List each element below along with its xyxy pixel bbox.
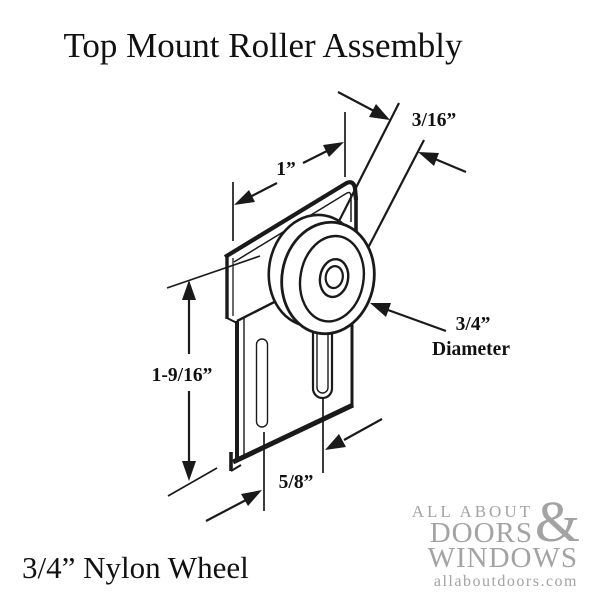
dim-slot-spacing: 5/8” [205, 398, 383, 522]
watermark-ampersand: & [535, 489, 580, 554]
dim-label-bracket-height: 1-9/16” [152, 365, 213, 386]
roller-wheel [267, 213, 376, 336]
dim-label-slot-spacing: 5/8” [279, 472, 314, 493]
dim-bracket-height: 1-9/16” [152, 255, 261, 497]
watermark-line2: DOORS [430, 517, 533, 549]
watermark-line1: ALL ABOUT [412, 502, 533, 521]
track-rail [335, 102, 425, 249]
dim-label-diameter-word: Diameter [432, 339, 510, 360]
dim-label-wheel-diameter: 3/4” [456, 314, 491, 335]
dim-label-plate-width: 1” [276, 159, 296, 180]
adjustment-slot-right [311, 322, 334, 400]
dim-label-track-thickness: 3/16” [412, 110, 456, 131]
dim-wheel-diameter: 3/4” Diameter [370, 303, 510, 360]
dim-plate-width: 1” [232, 112, 346, 241]
wheel-hub-inner [324, 265, 344, 290]
caption: 3/4” Nylon Wheel [22, 550, 249, 585]
dim-track-thickness: 3/16” [337, 91, 467, 174]
adjustment-slot-left [252, 334, 272, 432]
watermark-line3: WINDOWS [428, 542, 578, 574]
page-title: Top Mount Roller Assembly [63, 26, 463, 65]
watermark-website: allaboutdoors.com [434, 573, 578, 590]
watermark: ALL ABOUT & DOORS WINDOWS allaboutdoors.… [412, 489, 580, 590]
